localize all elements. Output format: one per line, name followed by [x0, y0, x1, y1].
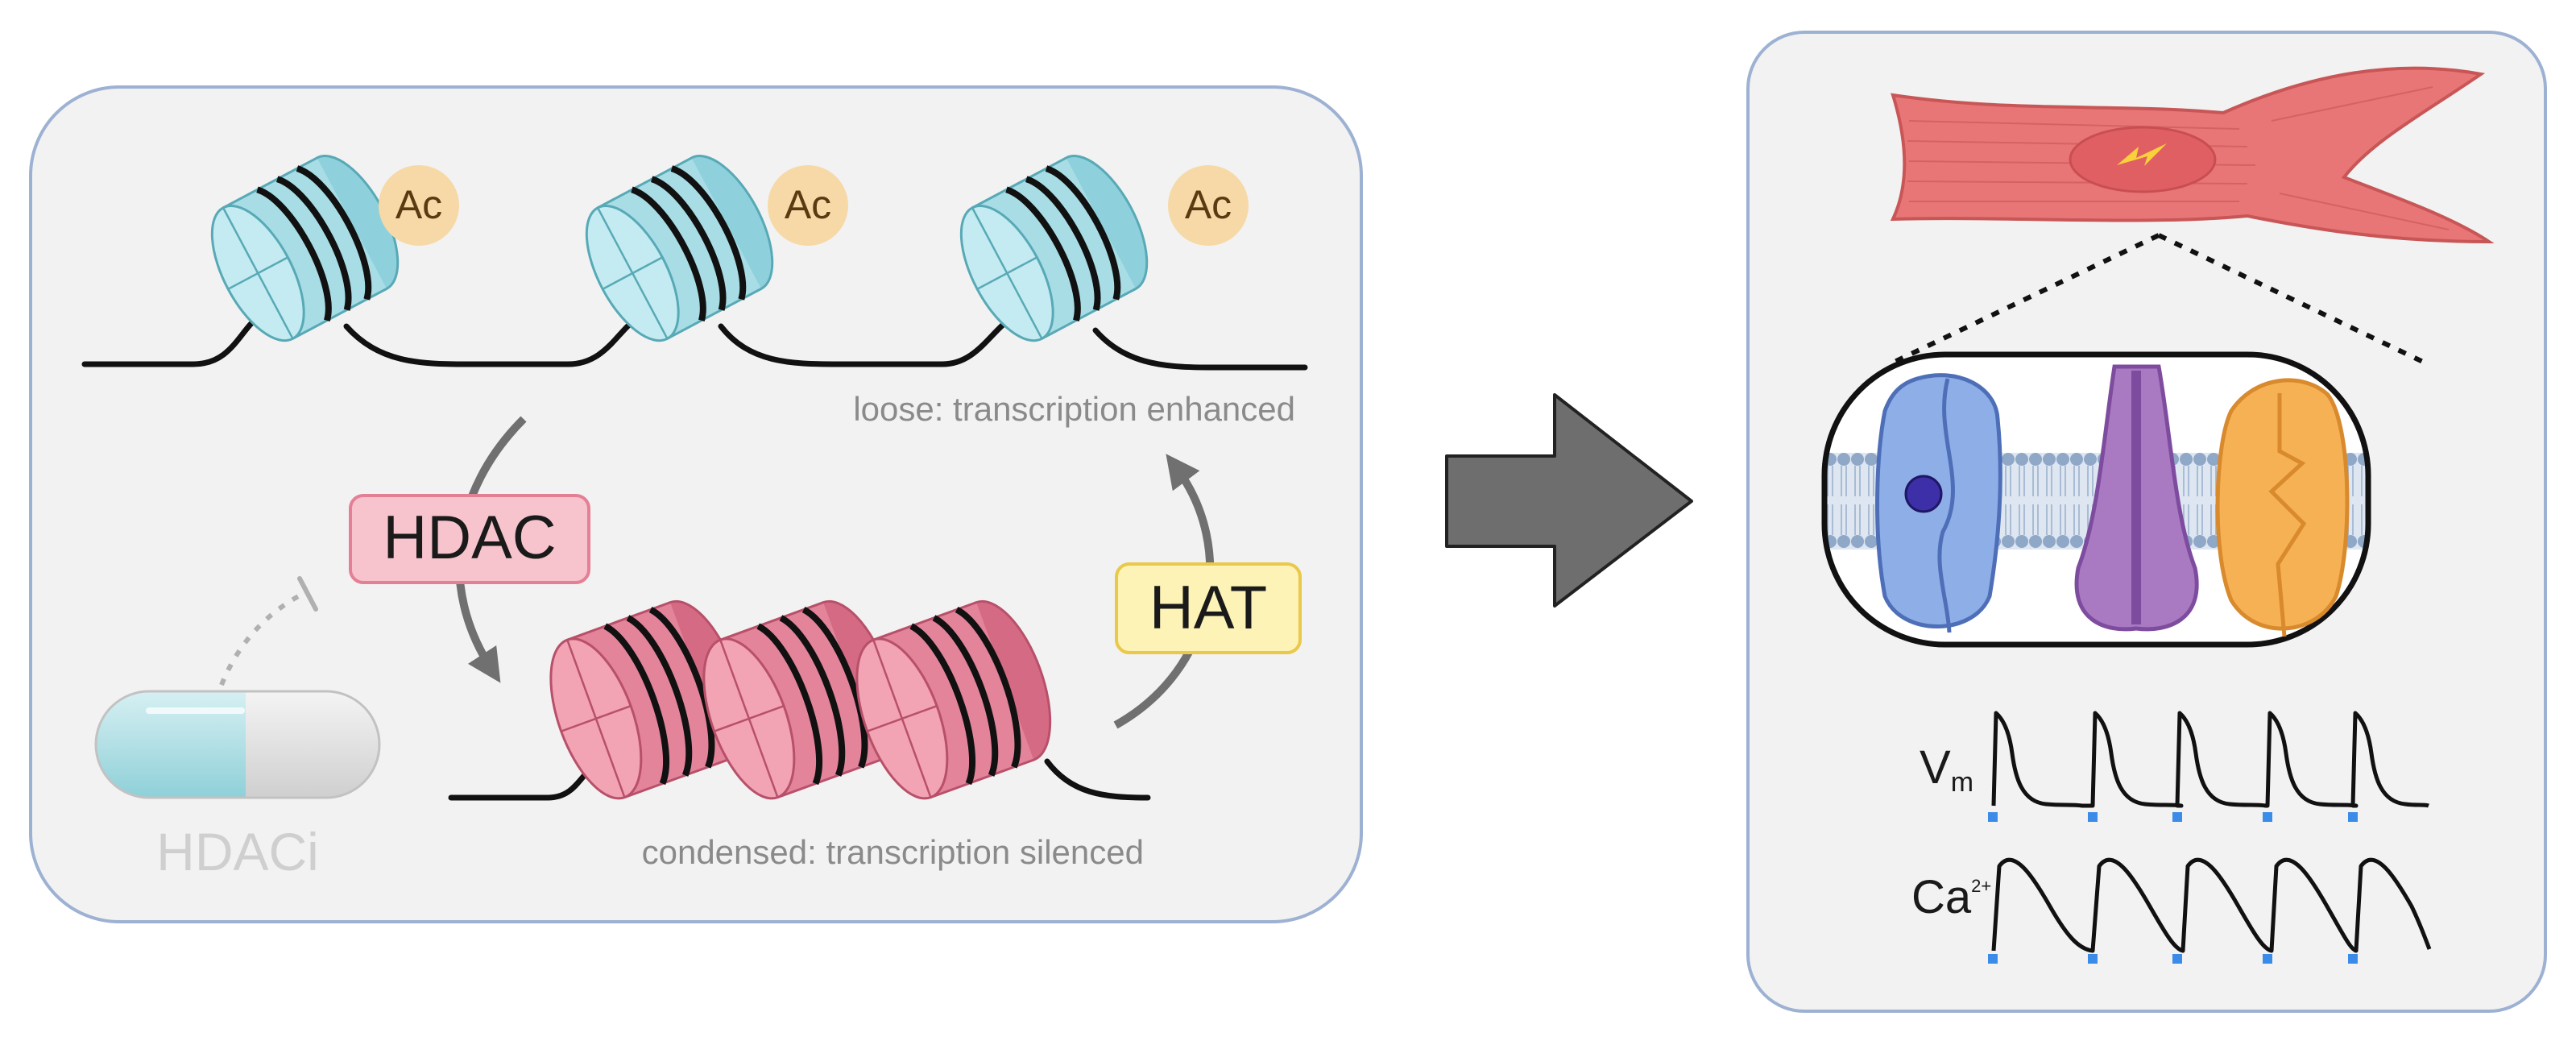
lipid-head: [2029, 453, 2042, 466]
ca-label: Ca2+: [1911, 871, 1991, 923]
lipid-tail: [2060, 466, 2066, 496]
lipid-tail: [2032, 466, 2039, 496]
lipid-tail: [1854, 466, 1861, 496]
lipid-tail: [1868, 504, 1874, 535]
lipid-tail: [1868, 466, 1874, 496]
acetyl-badge: Ac: [1168, 165, 1249, 246]
lipid-head: [2043, 453, 2056, 466]
lipid-head: [1837, 453, 1850, 466]
svg-text:HAT: HAT: [1149, 574, 1267, 642]
acetyl-badge: Ac: [768, 165, 848, 246]
lipid-head: [2015, 535, 2028, 548]
ion-channel-icon: [2215, 378, 2350, 637]
lipid-tail: [1827, 504, 1833, 535]
lipid-head: [2084, 453, 2097, 466]
zoom-lines: [1891, 233, 2426, 365]
pill-icon: [94, 690, 381, 799]
lipid-tail: [2019, 466, 2025, 496]
lipid-head: [2029, 535, 2042, 548]
lipid-head: [2056, 453, 2069, 466]
svg-text:Ac: Ac: [396, 182, 442, 227]
hat-badge: HAT: [1115, 562, 1302, 654]
inhibition-bar: [297, 576, 318, 612]
lipid-tail: [2046, 466, 2052, 496]
cardiac-panel: Vm Ca2+: [1746, 31, 2547, 1013]
lipid-tail: [2087, 466, 2094, 496]
lipid-tail: [2073, 504, 2080, 535]
lipid-head: [2015, 453, 2028, 466]
lipid-head: [1865, 535, 1878, 548]
lipid-head: [2002, 535, 2015, 548]
lipid-head: [1865, 453, 1878, 466]
lipid-tail: [2183, 466, 2189, 496]
acetyl-badge: Ac: [379, 165, 459, 246]
lipid-head: [2207, 453, 2220, 466]
chromatin-panel: Ac Ac Ac loose: transcription enhanced: [29, 85, 1363, 923]
lipid-tail: [1854, 504, 1861, 535]
nucleosome-icon: Ac: [193, 142, 459, 355]
lipid-head: [2207, 535, 2220, 548]
hdac-badge: HDAC: [349, 494, 590, 584]
vm-label: Vm: [1920, 741, 1973, 798]
ca-trace: [1991, 857, 2432, 953]
lipid-tail: [1841, 466, 1847, 496]
lipid-tail: [2197, 504, 2203, 535]
loose-caption: loose: transcription enhanced: [853, 390, 1295, 428]
lipid-tail: [2060, 504, 2066, 535]
lightning-icon: [2117, 143, 2167, 166]
lipid-tail: [2005, 504, 2011, 535]
nucleosome-icon: Ac: [942, 142, 1249, 355]
stimulus-markers: [1988, 812, 2358, 964]
lipid-head: [2193, 535, 2206, 548]
cardiomyocyte-icon: [1890, 66, 2495, 244]
lipid-head: [2070, 535, 2083, 548]
lipid-head: [1837, 535, 1850, 548]
lipid-tail: [2197, 466, 2203, 496]
ion-channel-icon: [2074, 364, 2199, 632]
lipid-tail: [1827, 466, 1833, 496]
dna-strand-open: [81, 307, 1308, 371]
svg-text:Ac: Ac: [785, 182, 831, 227]
lipid-tail: [2005, 466, 2011, 496]
svg-text:HDAC: HDAC: [383, 504, 556, 572]
inhibitor-label: HDACi: [156, 822, 319, 881]
lipid-tail: [1841, 504, 1847, 535]
lipid-head: [2043, 535, 2056, 548]
lipid-head: [2180, 453, 2193, 466]
inhibition-line: [219, 590, 308, 686]
big-right-arrow: [1445, 393, 1693, 608]
nucleosome-icon: Ac: [568, 142, 848, 355]
lipid-head: [2002, 453, 2015, 466]
svg-text:Ac: Ac: [1185, 182, 1232, 227]
lipid-head: [1851, 535, 1864, 548]
lipid-head: [2070, 453, 2083, 466]
lipid-tail: [2019, 504, 2025, 535]
condensed-caption: condensed: transcription silenced: [642, 833, 1144, 871]
lipid-head: [2056, 535, 2069, 548]
lipid-head: [2193, 453, 2206, 466]
vm-trace: [1991, 711, 2429, 808]
lipid-head: [1851, 453, 1864, 466]
lipid-tail: [2073, 466, 2080, 496]
lipid-tail: [2032, 504, 2039, 535]
lipid-tail: [2046, 504, 2052, 535]
ion-channel-icon: [1875, 373, 2002, 633]
